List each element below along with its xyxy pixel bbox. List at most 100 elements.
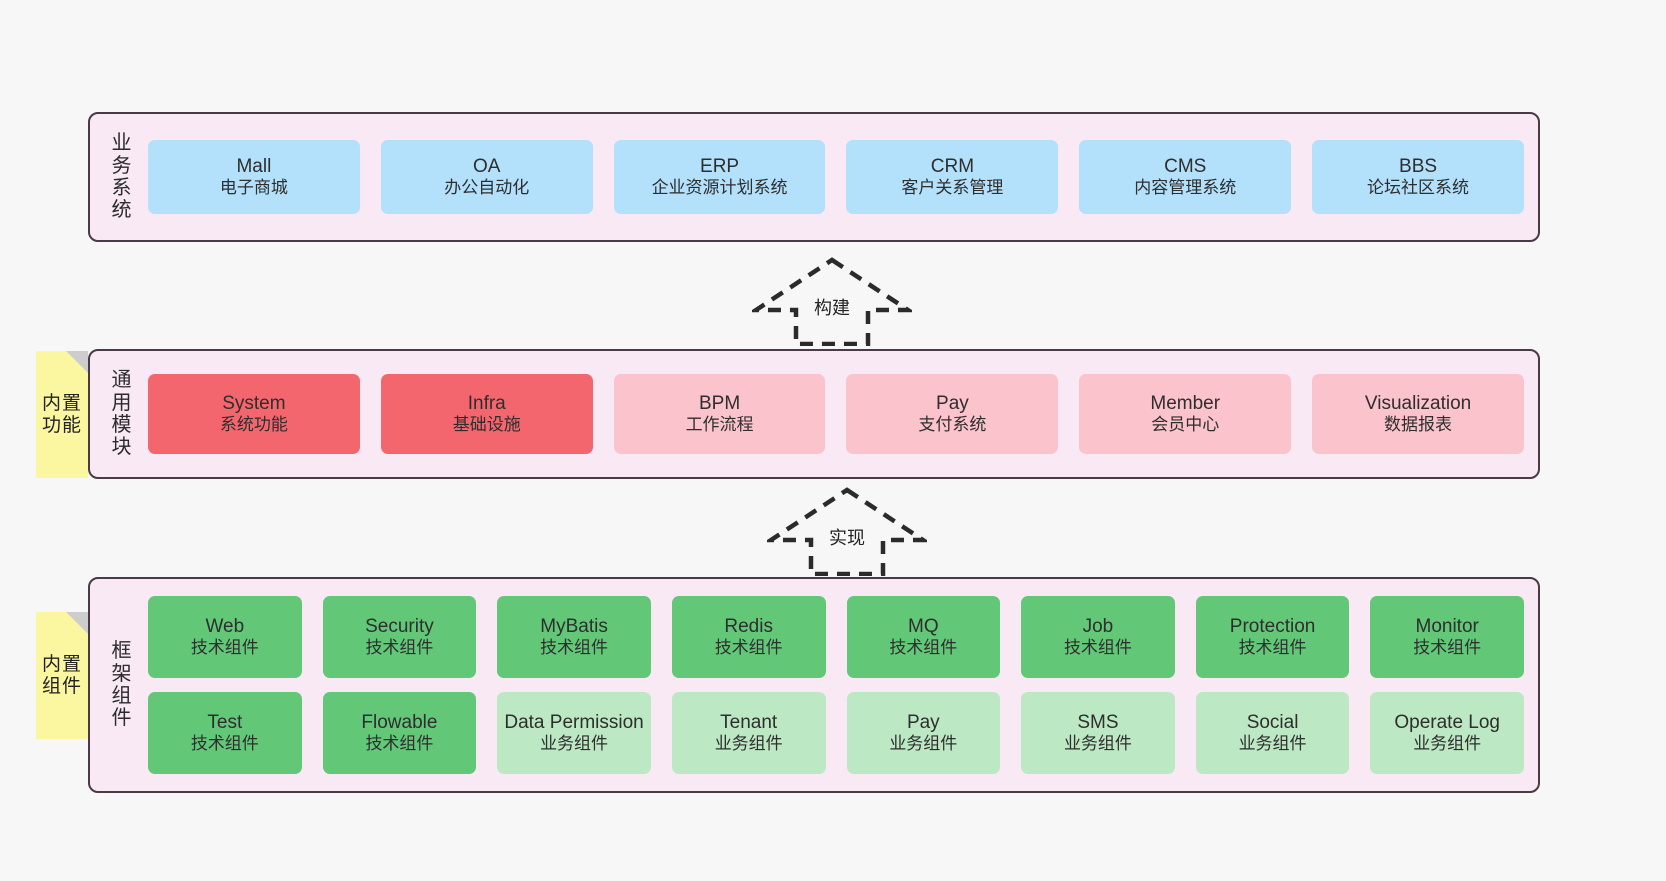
row: Mall 电子商城 OA 办公自动化 ERP 企业资源计划系统 CRM 客户关系… (148, 140, 1524, 214)
node-title: CMS (1164, 156, 1207, 178)
node-oa[interactable]: OA 办公自动化 (380, 140, 593, 214)
node-title: Security (365, 616, 434, 638)
layer-framework-components: 框架组件 Web 技术组件 Security 技术组件 MyBatis 技术组件… (88, 577, 1540, 793)
node-title: Protection (1229, 616, 1316, 638)
node-title: Web (205, 616, 245, 638)
node-title: Test (207, 712, 243, 734)
node-title: Pay (906, 712, 940, 734)
layer-body-business: Mall 电子商城 OA 办公自动化 ERP 企业资源计划系统 CRM 客户关系… (142, 114, 1538, 240)
node-bpm[interactable]: BPM 工作流程 (613, 374, 826, 454)
node-pay-component[interactable]: Pay 业务组件 (846, 692, 1001, 774)
node-title: Data Permission (504, 712, 644, 734)
node-protection[interactable]: Protection 技术组件 (1195, 596, 1350, 678)
node-redis[interactable]: Redis 技术组件 (671, 596, 826, 678)
node-mq[interactable]: MQ 技术组件 (846, 596, 1001, 678)
node-crm[interactable]: CRM 客户关系管理 (846, 140, 1059, 214)
node-subtitle: 业务组件 (889, 734, 958, 754)
up-arrow-icon (767, 487, 927, 576)
node-title: Pay (936, 393, 969, 415)
node-monitor[interactable]: Monitor 技术组件 (1370, 596, 1524, 678)
node-subtitle: 技术组件 (1413, 638, 1482, 658)
node-subtitle: 业务组件 (540, 734, 609, 754)
node-subtitle: 电子商城 (219, 178, 288, 198)
node-subtitle: 客户关系管理 (901, 178, 1004, 198)
folded-corner-icon (66, 612, 88, 634)
node-subtitle: 会员中心 (1151, 415, 1220, 435)
node-infra[interactable]: Infra 基础设施 (380, 374, 593, 454)
node-title: Operate Log (1394, 712, 1500, 734)
connector-implement: 实现 (767, 486, 927, 576)
node-title: MQ (908, 616, 939, 638)
node-title: System (222, 393, 286, 415)
node-title: BPM (698, 393, 741, 415)
layer-body-modules: System 系统功能 Infra 基础设施 BPM 工作流程 Pay 支付系统… (142, 351, 1538, 477)
node-subtitle: 技术组件 (540, 638, 609, 658)
node-mall[interactable]: Mall 电子商城 (148, 140, 360, 214)
node-visualization[interactable]: Visualization 数据报表 (1312, 374, 1524, 454)
node-social[interactable]: Social 业务组件 (1195, 692, 1350, 774)
node-subtitle: 业务组件 (1238, 734, 1307, 754)
sticky-note-builtin-components: 内置组件 (36, 612, 88, 739)
node-title: Tenant (720, 712, 778, 734)
node-subtitle: 技术组件 (714, 638, 783, 658)
node-erp[interactable]: ERP 企业资源计划系统 (613, 140, 826, 214)
node-title: Monitor (1415, 616, 1479, 638)
node-subtitle: 技术组件 (190, 734, 259, 754)
node-subtitle: 技术组件 (190, 638, 259, 658)
up-arrow-icon (752, 257, 912, 346)
node-subtitle: 办公自动化 (444, 178, 530, 198)
node-job[interactable]: Job 技术组件 (1021, 596, 1175, 678)
layer-business-systems: 业务系统 Mall 电子商城 OA 办公自动化 ERP 企业资源计划系统 CRM… (88, 112, 1540, 242)
node-title: Redis (724, 616, 773, 638)
node-title: MyBatis (540, 616, 608, 638)
node-mybatis[interactable]: MyBatis 技术组件 (497, 596, 651, 678)
node-title: Infra (467, 393, 506, 415)
node-subtitle: 技术组件 (1063, 638, 1132, 658)
sticky-note-label: 内置功能 (41, 392, 82, 436)
node-subtitle: 基础设施 (452, 415, 521, 435)
node-subtitle: 业务组件 (714, 734, 783, 754)
node-subtitle: 论坛社区系统 (1367, 178, 1470, 198)
row: System 系统功能 Infra 基础设施 BPM 工作流程 Pay 支付系统… (148, 374, 1524, 454)
node-title: Mall (236, 156, 272, 178)
node-member[interactable]: Member 会员中心 (1079, 374, 1292, 454)
node-sms[interactable]: SMS 业务组件 (1021, 692, 1175, 774)
layer-title-framework: 框架组件 (111, 640, 133, 730)
layer-title-modules: 通用模块 (111, 369, 133, 459)
node-title: Visualization (1364, 393, 1472, 415)
node-subtitle: 技术组件 (1238, 638, 1307, 658)
node-tenant[interactable]: Tenant 业务组件 (671, 692, 826, 774)
node-pay-module[interactable]: Pay 支付系统 (846, 374, 1059, 454)
node-title: OA (473, 156, 501, 178)
folded-corner-icon (66, 351, 88, 373)
node-system[interactable]: System 系统功能 (148, 374, 360, 454)
node-subtitle: 技术组件 (365, 734, 434, 754)
layer-common-modules: 通用模块 System 系统功能 Infra 基础设施 BPM 工作流程 Pay… (88, 349, 1540, 479)
node-subtitle: 系统功能 (219, 415, 288, 435)
node-security[interactable]: Security 技术组件 (322, 596, 477, 678)
sticky-note-builtin-features: 内置功能 (36, 351, 88, 478)
node-bbs[interactable]: BBS 论坛社区系统 (1312, 140, 1524, 214)
node-title: BBS (1399, 156, 1438, 178)
node-web[interactable]: Web 技术组件 (148, 596, 302, 678)
node-flowable[interactable]: Flowable 技术组件 (322, 692, 477, 774)
node-subtitle: 数据报表 (1384, 415, 1453, 435)
row: Test 技术组件 Flowable 技术组件 Data Permission … (148, 692, 1524, 774)
node-subtitle: 企业资源计划系统 (651, 178, 788, 198)
node-subtitle: 工作流程 (685, 415, 754, 435)
node-subtitle: 技术组件 (889, 638, 958, 658)
node-subtitle: 业务组件 (1413, 734, 1482, 754)
layer-title-business: 业务系统 (111, 132, 133, 222)
connector-build: 构建 (752, 256, 912, 346)
node-title: SMS (1077, 712, 1119, 734)
node-title: Member (1150, 393, 1221, 415)
node-title: Flowable (361, 712, 438, 734)
node-subtitle: 支付系统 (918, 415, 987, 435)
node-data-permission[interactable]: Data Permission 业务组件 (497, 692, 651, 774)
node-title: Job (1082, 616, 1114, 638)
node-test[interactable]: Test 技术组件 (148, 692, 302, 774)
node-title: ERP (700, 156, 740, 178)
node-operate-log[interactable]: Operate Log 业务组件 (1370, 692, 1524, 774)
node-cms[interactable]: CMS 内容管理系统 (1079, 140, 1292, 214)
